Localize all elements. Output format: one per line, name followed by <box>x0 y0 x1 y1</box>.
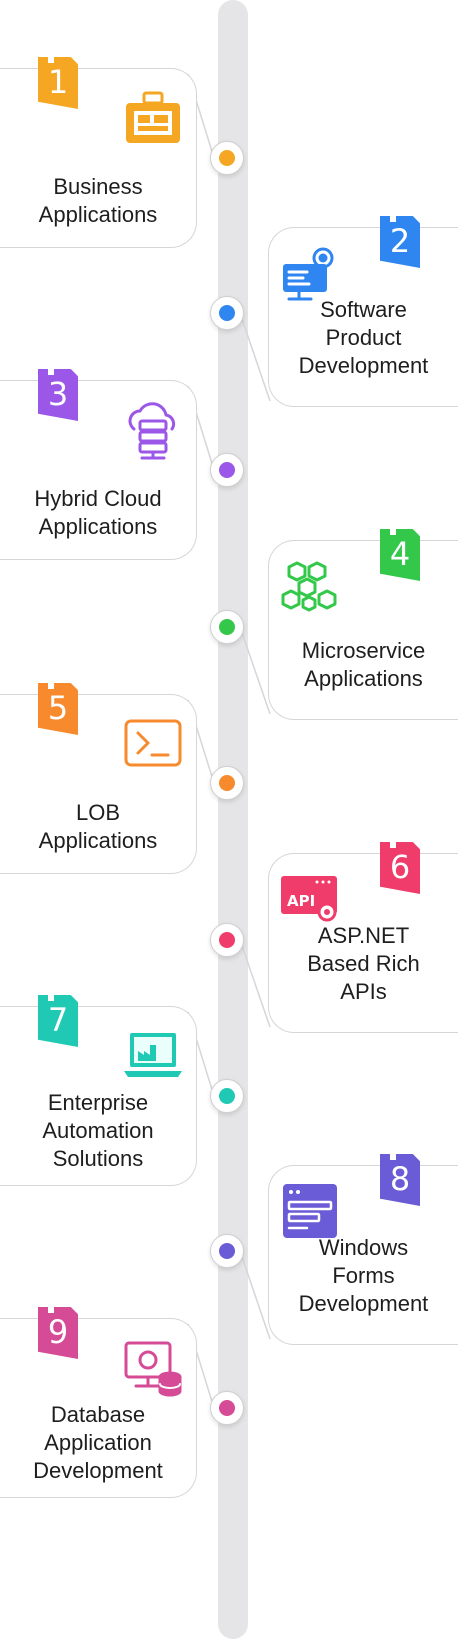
milestone-number-badge: 4 <box>380 529 420 581</box>
timeline-rail <box>218 0 248 1639</box>
milestone-title-line: Applications <box>38 202 158 227</box>
timeline-node-7 <box>210 1079 244 1113</box>
monitor-gear-icon <box>277 242 343 304</box>
timeline-node-1 <box>210 141 244 175</box>
milestone-title-line: Windows <box>318 1235 409 1260</box>
milestone-title-line: Software <box>320 297 407 322</box>
milestone-title-line: Applications <box>38 828 158 853</box>
milestone-title-line: Based Rich <box>307 951 420 976</box>
timeline-node-2 <box>210 296 244 330</box>
milestone-title-line: Business <box>53 174 143 199</box>
monitor-database-icon <box>120 1337 186 1399</box>
timeline-node-8 <box>210 1234 244 1268</box>
milestone-title-line: Automation <box>42 1118 154 1143</box>
briefcase-app-icon <box>120 87 186 149</box>
milestone-title-line: Development <box>298 353 429 378</box>
milestone-number-badge: 7 <box>38 995 78 1047</box>
timeline-node-9 <box>210 1391 244 1425</box>
milestone-number-badge: 2 <box>380 216 420 268</box>
milestone-number-badge: 9 <box>38 1307 78 1359</box>
milestone-title-line: Application <box>44 1430 152 1455</box>
timeline-node-5 <box>210 766 244 800</box>
timeline-node-6 <box>210 923 244 957</box>
cloud-server-icon <box>120 399 186 461</box>
timeline-node-3 <box>210 453 244 487</box>
milestone-title-line: ASP.NET <box>317 923 410 948</box>
milestone-title-line: Hybrid Cloud <box>34 486 162 511</box>
milestone-number-badge: 8 <box>380 1154 420 1206</box>
milestone-number-badge: 1 <box>38 57 78 109</box>
milestone-title-line: Applications <box>304 666 423 691</box>
api-window-icon: API <box>277 868 343 930</box>
milestone-title-line: APIs <box>340 979 387 1004</box>
terminal-prompt-icon <box>120 713 186 775</box>
milestone-title-line: Development <box>298 1291 429 1316</box>
milestone-title-line: Solutions <box>52 1146 144 1171</box>
milestone-title-line: Applications <box>38 514 158 539</box>
milestone-title-line: Microservice <box>301 638 426 663</box>
milestone-number-badge: 6 <box>380 842 420 894</box>
milestone-number-badge: 5 <box>38 683 78 735</box>
milestone-title-line: Product <box>325 325 402 350</box>
milestone-title-line: Development <box>33 1458 163 1483</box>
milestone-title-line: Database <box>50 1402 146 1427</box>
milestone-number-badge: 3 <box>38 369 78 421</box>
timeline-node-4 <box>210 610 244 644</box>
milestone-title-line: Enterprise <box>47 1090 149 1115</box>
svg-text:API: API <box>287 892 315 910</box>
milestone-title-line: LOB <box>75 800 121 825</box>
cubes-network-icon <box>277 555 343 617</box>
laptop-factory-icon <box>120 1025 186 1087</box>
milestone-title-line: Forms <box>332 1263 395 1288</box>
milestone-title: LOB Applications <box>0 799 196 855</box>
window-form-icon <box>277 1180 343 1242</box>
